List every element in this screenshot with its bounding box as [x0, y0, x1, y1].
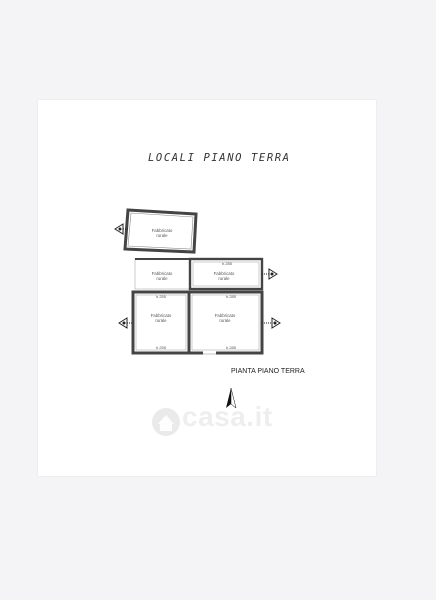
room-top-tilted [123, 208, 198, 254]
dimension-label: h.255 [156, 345, 167, 350]
dimension-label: h.255 [156, 294, 167, 299]
dimension-label: h.285 [222, 261, 233, 266]
view-triangle-icon [114, 223, 128, 235]
view-triangle-icon [262, 268, 278, 280]
watermark-text: casa.it [182, 401, 273, 432]
view-triangle-icon [262, 317, 281, 329]
dimension-label: h.285 [226, 294, 237, 299]
drawing-title: LOCALI PIANO TERRA [148, 152, 291, 164]
house-logo-icon [152, 408, 180, 436]
view-triangle-icon [118, 317, 133, 329]
north-arrow-icon [226, 387, 237, 409]
plan-caption: PIANTA PIANO TERRA [231, 368, 305, 375]
dimension-label: h.285 [226, 345, 237, 350]
